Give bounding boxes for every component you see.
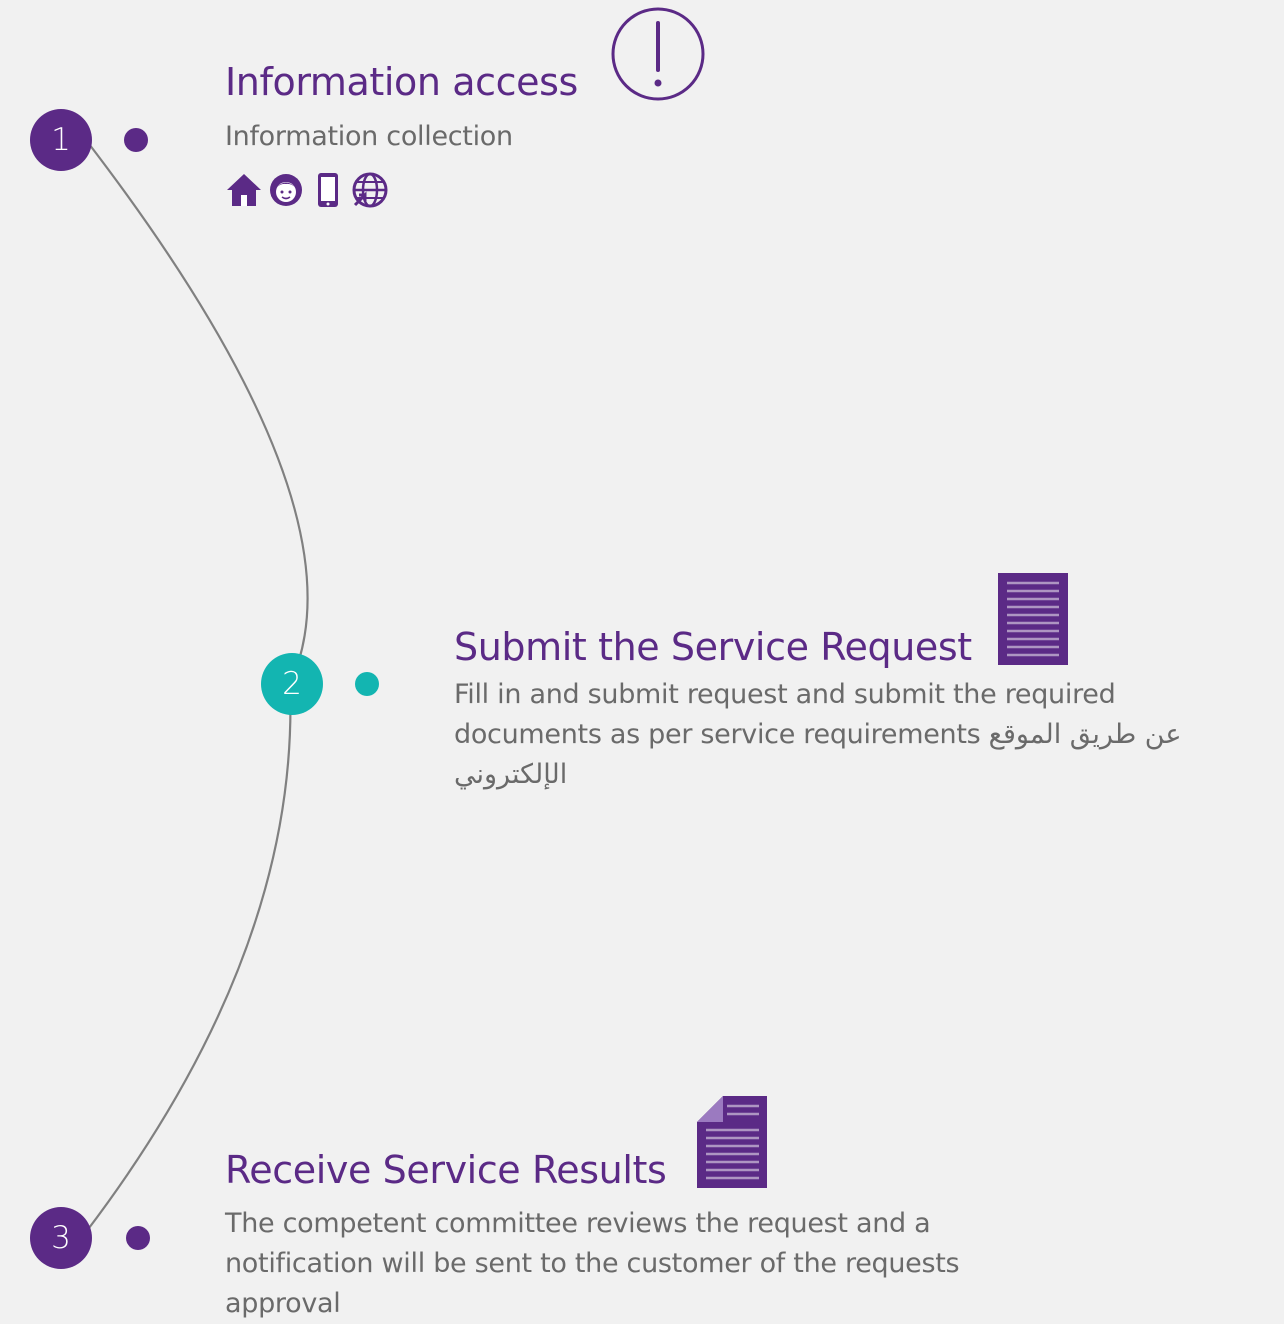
document-icon [998,573,1068,665]
home-icon [227,174,261,206]
step-3-bullet-dot [126,1226,150,1250]
mobile-phone-icon [318,173,338,207]
step-2-title: Submit the Service Request [454,625,972,669]
document-folded-corner-icon [697,1096,767,1188]
step-1-title: Information access [225,60,578,104]
step-3-title: Receive Service Results [225,1148,667,1192]
step-1-channel-icons [225,170,389,210]
step-1-description: Information collection [225,121,513,152]
exclamation-circle-icon [611,7,705,101]
step-3-number-badge: 3 [30,1207,92,1269]
step-2-bullet-dot [355,672,379,696]
step-2-number-badge: 2 [261,653,323,715]
step-1-number-badge: 1 [30,109,92,171]
call-center-agent-icon [270,174,302,206]
step-1-bullet-dot [124,128,148,152]
step-2-description: Fill in and submit request and submit th… [454,679,1182,790]
website-globe-icon [352,172,388,208]
step-3-description: The competent committee reviews the requ… [225,1208,960,1319]
